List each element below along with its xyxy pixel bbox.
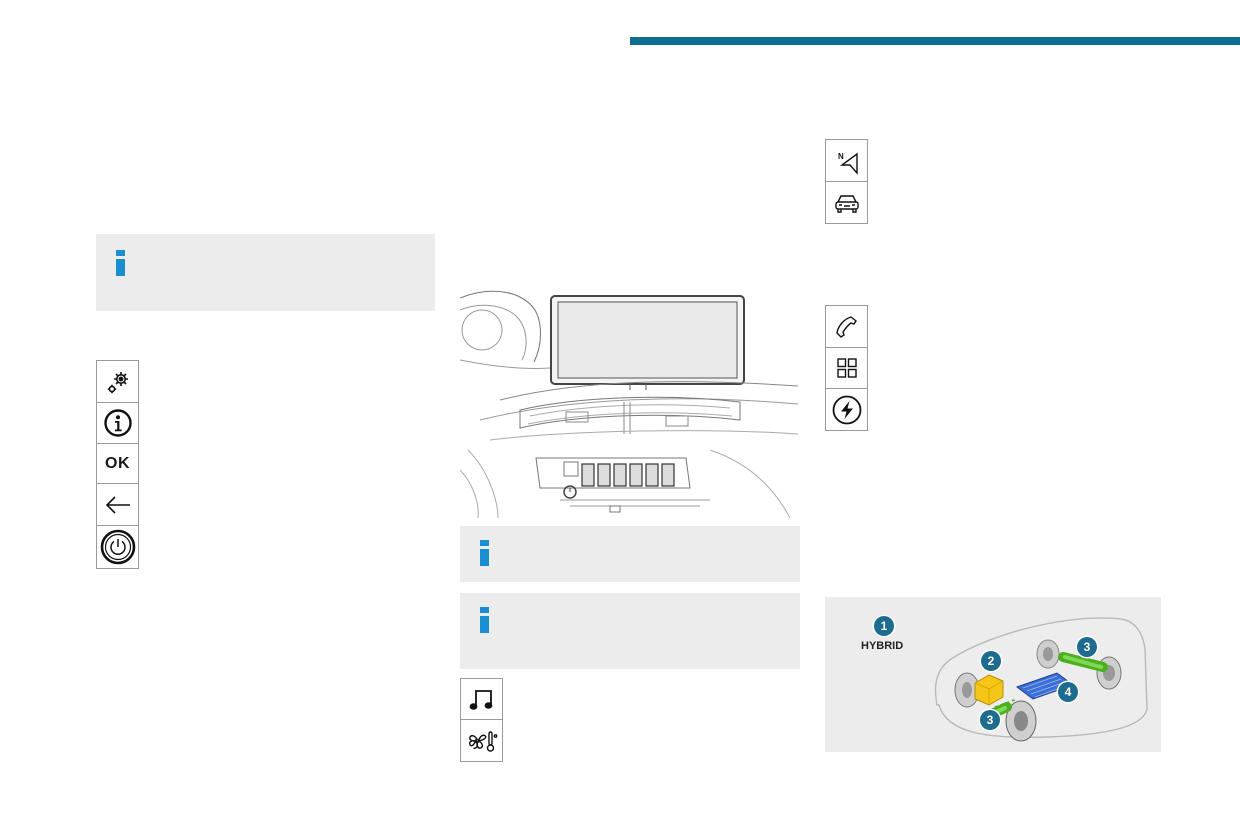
music-note-icon	[461, 679, 502, 720]
left-icon-column: OK	[96, 360, 139, 569]
charging-lightning-icon	[826, 389, 867, 431]
right-icon-column-bottom	[825, 305, 868, 431]
info-note	[96, 234, 435, 311]
middle-icon-column	[460, 678, 503, 762]
hybrid-badge-2: 2	[981, 651, 1001, 671]
hybrid-badge-3: 3	[1077, 637, 1097, 657]
info-circle-icon	[97, 403, 138, 444]
hybrid-label: HYBRID	[861, 640, 904, 652]
hybrid-diagram-panel: 1 2 3 3 4	[825, 597, 1161, 752]
power-button-icon	[97, 526, 138, 569]
header-accent-bar	[630, 37, 1240, 45]
car-icon	[826, 182, 867, 224]
hybrid-badge-1: 1	[874, 616, 894, 636]
fan-temperature-icon	[461, 720, 502, 762]
settings-gears-icon	[97, 361, 138, 403]
svg-text:N: N	[838, 152, 844, 161]
info-i-icon	[480, 607, 489, 633]
info-note	[460, 526, 800, 582]
info-i-icon	[116, 250, 125, 276]
info-i-icon	[480, 540, 489, 566]
apps-grid-icon	[826, 348, 867, 389]
back-arrow-icon	[97, 484, 138, 526]
navigation-north-icon: N	[826, 140, 867, 182]
phone-icon	[826, 306, 867, 348]
ok-button-icon: OK	[97, 444, 138, 484]
info-note	[460, 593, 800, 669]
dashboard-illustration	[459, 290, 799, 519]
hybrid-badge-4: 4	[1058, 682, 1078, 702]
right-icon-column-top: N	[825, 139, 868, 224]
hybrid-badge-3: 3	[980, 710, 1000, 730]
ok-label: OK	[105, 454, 130, 472]
